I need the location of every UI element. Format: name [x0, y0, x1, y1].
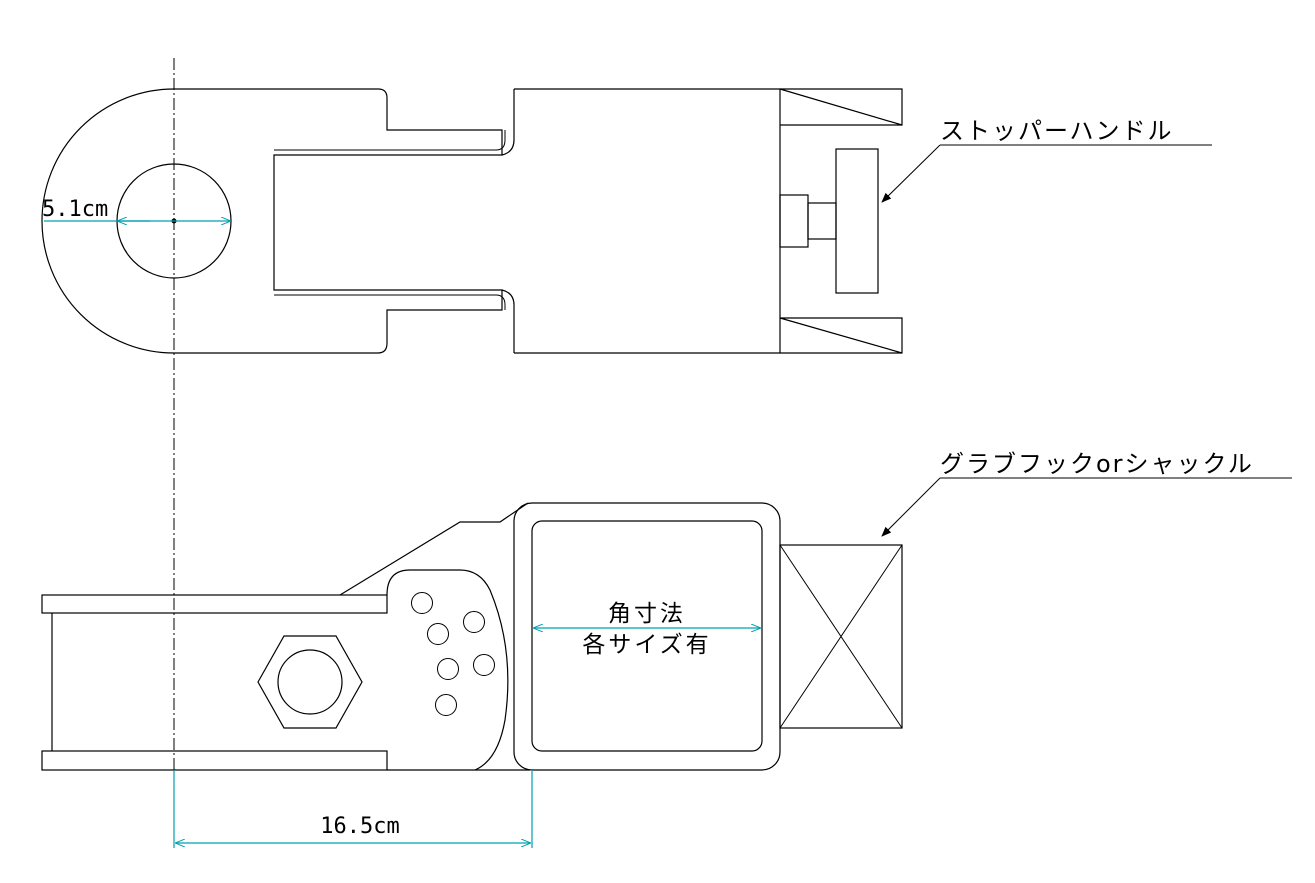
hole-diameter-label: 5.1cm	[42, 197, 108, 222]
top-view-slot	[274, 130, 506, 151]
length-dimension: 16.5cm	[173, 770, 533, 848]
hook-or-shackle-label: グラブフックorシャックル	[940, 450, 1254, 478]
small-hole	[427, 623, 449, 645]
stopper-callout-leader	[881, 144, 941, 203]
square-dimension-label: 角寸法	[608, 601, 686, 627]
top-view-neck	[501, 89, 515, 353]
stopper-handle-callout: ストッパーハンドル	[881, 117, 1212, 203]
length-label: 16.5cm	[320, 814, 399, 839]
hole-plate	[386, 569, 509, 771]
nut-bore	[277, 649, 343, 715]
top-view-upper-jaw	[779, 88, 903, 126]
hook-block-cross-b	[779, 544, 903, 729]
stopper-handle-stem	[807, 202, 837, 240]
upper-flange	[41, 594, 388, 614]
hook-callout: グラブフックorシャックル	[881, 450, 1292, 537]
small-hole	[435, 694, 457, 716]
stopper-handle-label: ストッパーハンドル	[940, 117, 1174, 145]
top-view: 5.1cm	[41, 88, 903, 354]
stopper-handle-knob	[835, 148, 879, 294]
stopper-handle-shaft	[779, 194, 809, 248]
top-view-body	[514, 88, 781, 354]
small-hole	[411, 592, 433, 614]
small-hole	[463, 611, 485, 633]
hex-nut	[257, 635, 363, 729]
side-view: 角寸法 各サイズ有	[41, 502, 903, 771]
top-view-slot-lower	[274, 294, 506, 310]
small-hole	[473, 654, 495, 676]
hook-block	[779, 544, 903, 729]
top-view-outline	[41, 88, 503, 354]
sloped-rib	[339, 502, 529, 596]
square-frame-inner	[531, 520, 763, 752]
small-hole	[437, 658, 459, 680]
hook-callout-leader	[881, 477, 941, 537]
square-dimension-sizes: 各サイズ有	[582, 632, 711, 658]
lower-flange	[41, 750, 388, 771]
top-view-lower-jaw	[779, 317, 903, 354]
